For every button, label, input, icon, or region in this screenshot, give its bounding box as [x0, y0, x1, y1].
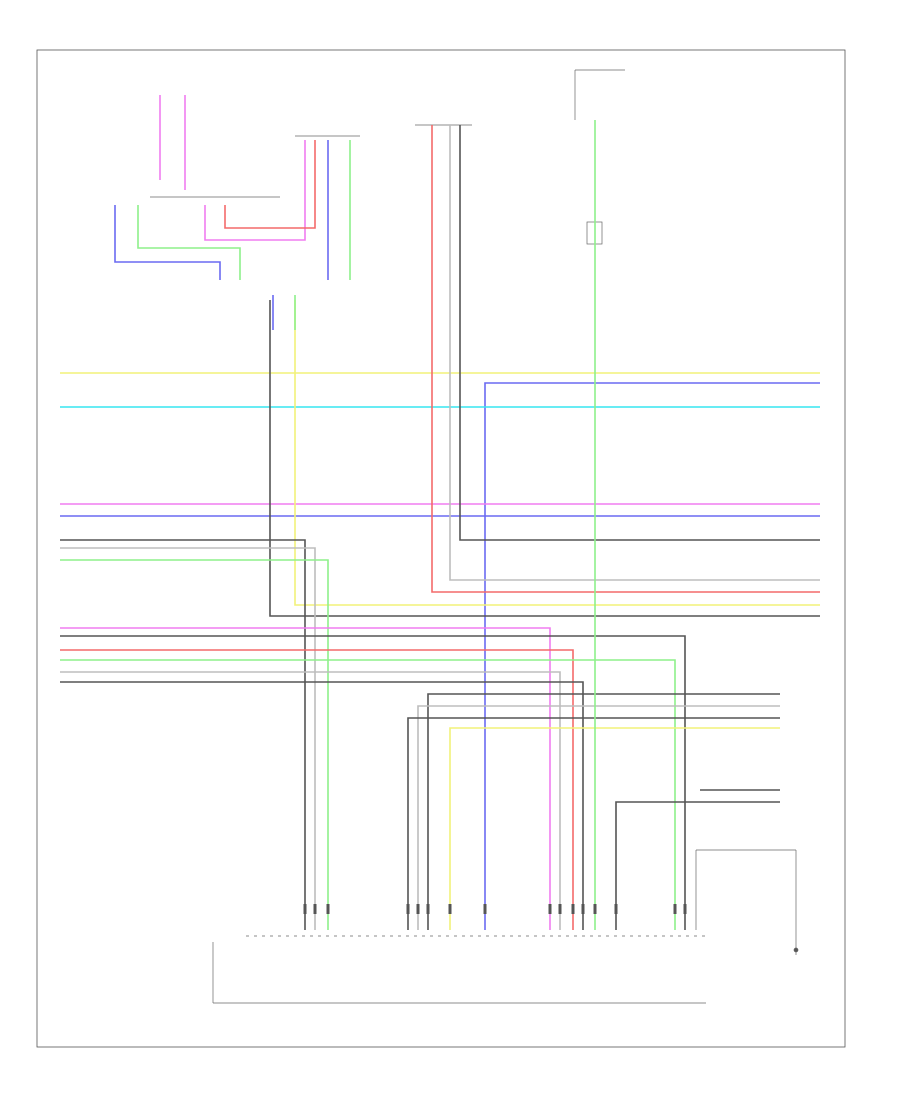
wire-red-7 [431, 125, 820, 593]
control-module-outline [212, 935, 706, 1004]
module-pin-11 [581, 904, 585, 914]
wire-black-9 [269, 300, 820, 617]
top-connectors [150, 69, 625, 198]
wire-pink-30 [204, 140, 306, 241]
wire-red-15 [60, 649, 574, 930]
wire-green-29 [137, 205, 241, 280]
pins-group [303, 904, 687, 914]
module-pin-0 [303, 904, 307, 914]
module-pin-2 [326, 904, 330, 914]
wire-red-31 [224, 140, 316, 229]
wire-yellow-22 [449, 727, 780, 930]
wire-blue-1 [484, 382, 820, 930]
module-pin-5 [426, 904, 430, 914]
wire-green-16 [60, 659, 676, 930]
wire-blue-28 [114, 205, 221, 280]
ground-connector [695, 849, 799, 955]
wire-black-10 [60, 539, 306, 930]
module-pin-8 [548, 904, 552, 914]
wires-group [60, 95, 820, 930]
wire-black-5 [459, 125, 820, 541]
wire-pink-13 [60, 627, 551, 930]
module-pin-12 [593, 904, 597, 914]
wire-yellow-8 [294, 300, 820, 606]
wire-black-14 [60, 635, 686, 930]
wire-gray-17 [60, 671, 561, 930]
module-pin-3 [406, 904, 410, 914]
wire-gray-11 [60, 547, 316, 930]
wire-green-12 [60, 559, 329, 930]
wire-gray-6 [449, 125, 820, 581]
module-pin-10 [571, 904, 575, 914]
wire-black-18 [60, 681, 584, 930]
wire-black-19 [427, 693, 780, 930]
module-pin-6 [448, 904, 452, 914]
diagram-frame [36, 49, 846, 1048]
module-pin-14 [673, 904, 677, 914]
module-pin-15 [683, 904, 687, 914]
wire-black-21 [407, 717, 780, 930]
module-pin-7 [483, 904, 487, 914]
module-pin-1 [313, 904, 317, 914]
module-pin-13 [614, 904, 618, 914]
module-pin-4 [416, 904, 420, 914]
wire-gray-20 [417, 705, 780, 930]
module-pin-9 [558, 904, 562, 914]
wire-black-23 [615, 801, 780, 930]
